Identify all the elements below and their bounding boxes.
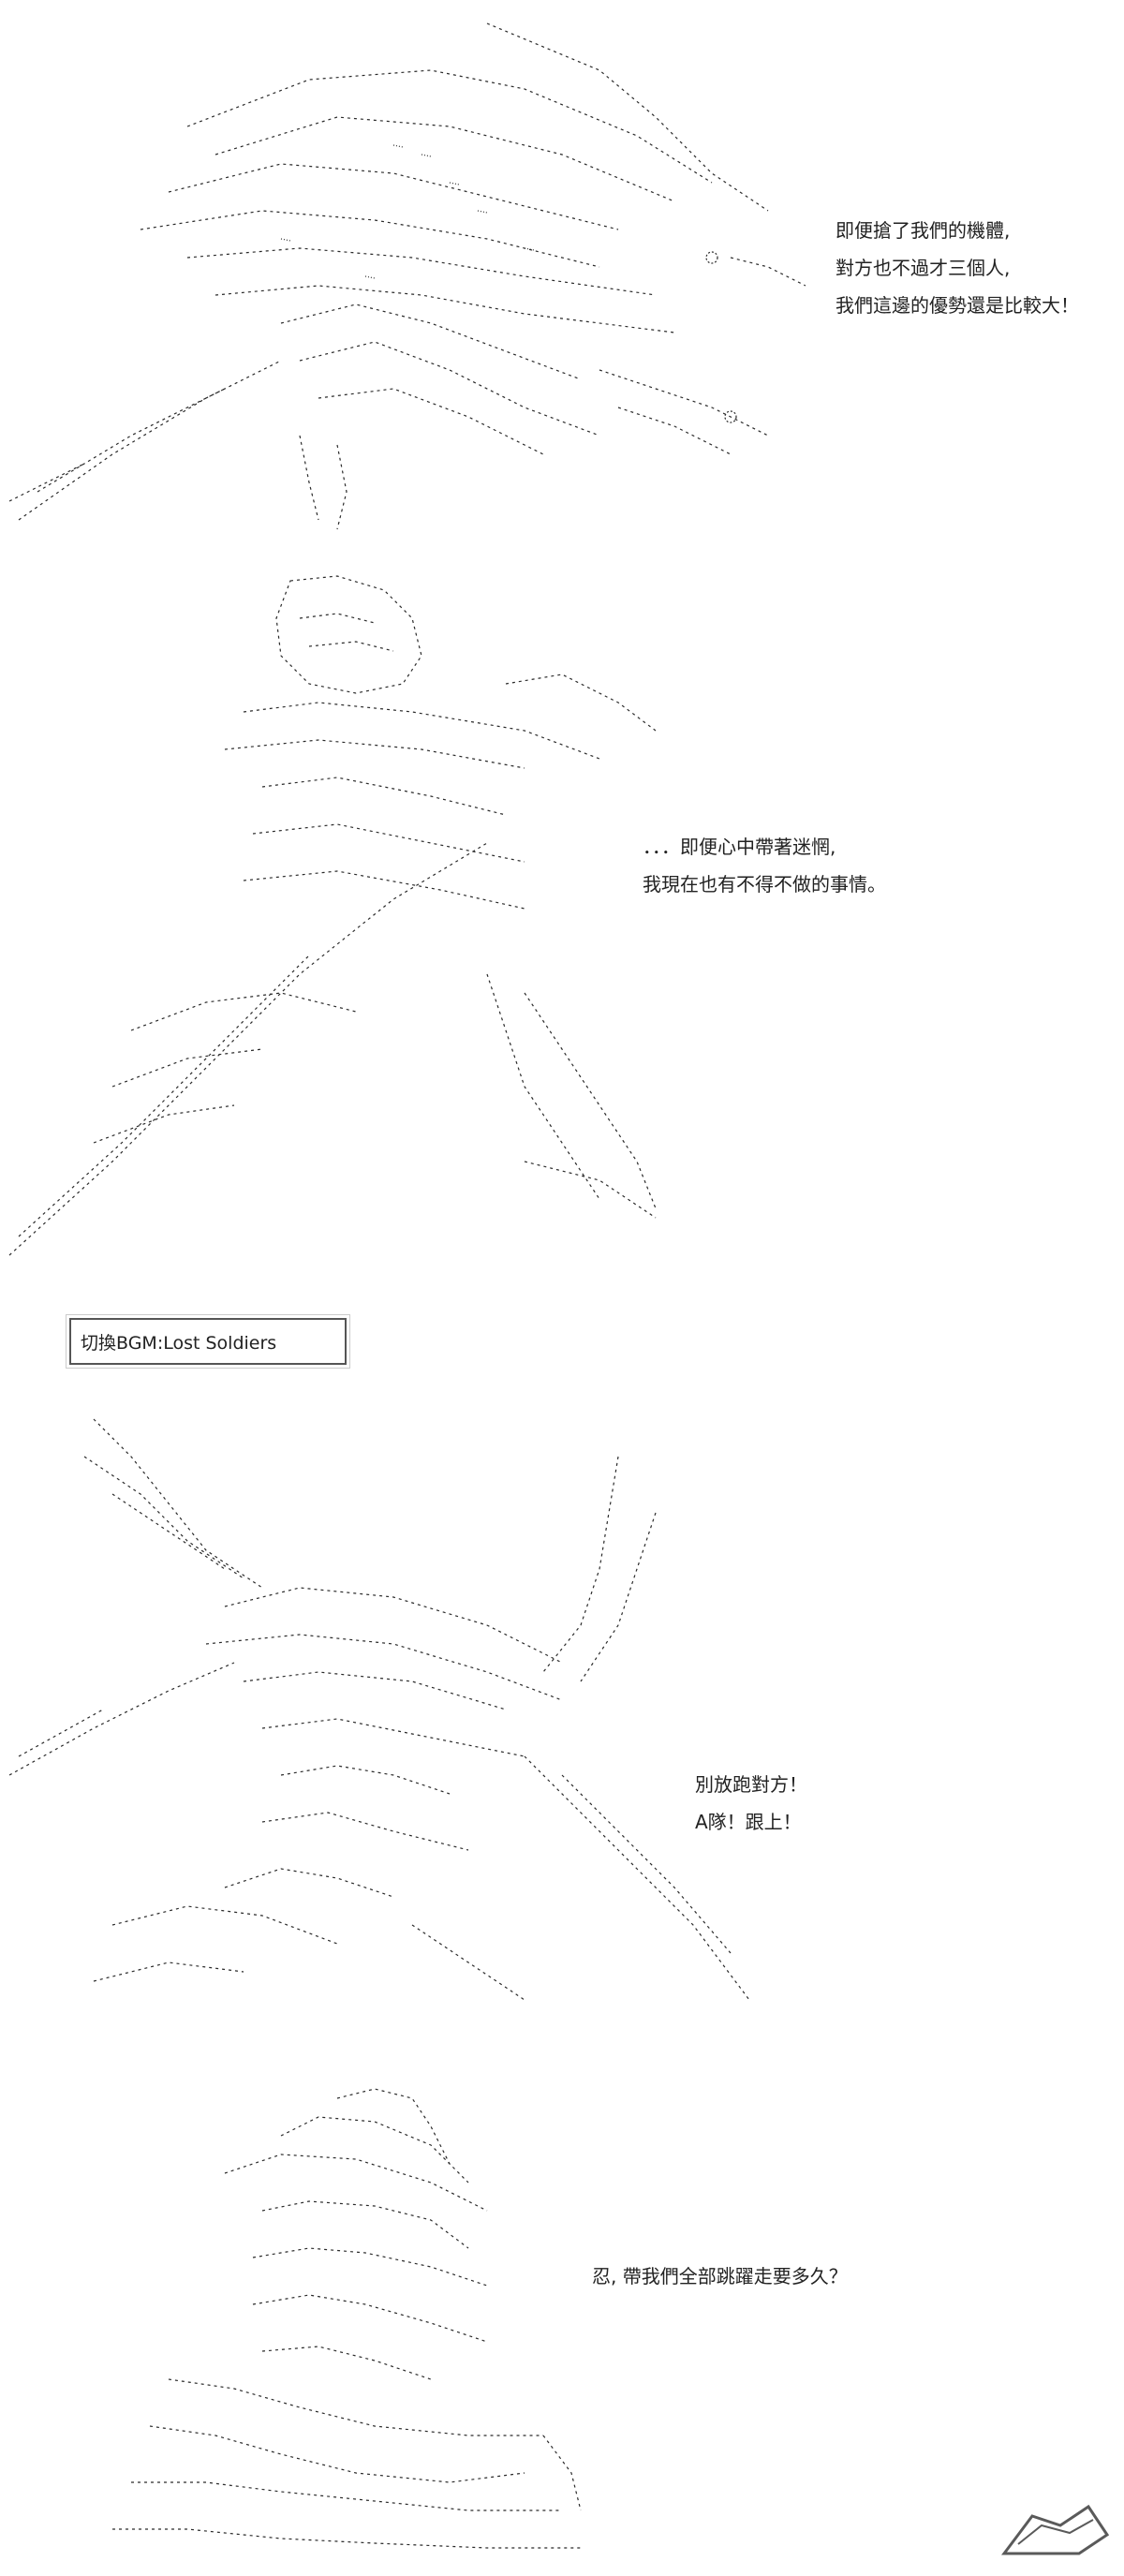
panel1-line-2: 對方也不過才三個人,: [836, 257, 1011, 279]
bgm-label-text: 切換BGM:Lost Soldiers: [81, 1332, 277, 1354]
winged-mecha-ascii-art: [0, 1400, 768, 2075]
panel2-line-2: 我現在也有不得不做的事情。: [643, 873, 886, 896]
warrior-with-spear-ascii-art: [0, 562, 693, 1265]
panel4-line-1: 忍, 帶我們全部跳躍走要多久？: [592, 2265, 848, 2287]
panel1-dialogue: 即便搶了我們的機體, 對方也不過才三個人, 我們這邊的優勢還是比較大！: [836, 212, 1079, 324]
mecha-wings-ascii-art: [0, 14, 824, 539]
panel1-line-3: 我們這邊的優勢還是比較大！: [836, 294, 1079, 317]
dm5-logo-icon: [995, 2497, 1117, 2563]
panel3-line-1: 別放跑對方！: [695, 1773, 807, 1796]
panel2-line-1: ．．．即便心中帶著迷惘,: [643, 836, 836, 858]
panel2-dialogue: ．．．即便心中帶著迷惘, 我現在也有不得不做的事情。: [643, 828, 886, 903]
panel3-dialogue: 別放跑對方！ A隊！跟上！: [695, 1766, 807, 1841]
panel3-line-2: A隊！跟上！: [695, 1811, 802, 1833]
panel4-dialogue: 忍, 帶我們全部跳躍走要多久？: [592, 2258, 848, 2295]
panel1-line-1: 即便搶了我們的機體,: [836, 219, 1011, 242]
bgm-label: 切換BGM:Lost Soldiers: [66, 1314, 350, 1369]
character-bust-ascii-art: [94, 2080, 599, 2567]
